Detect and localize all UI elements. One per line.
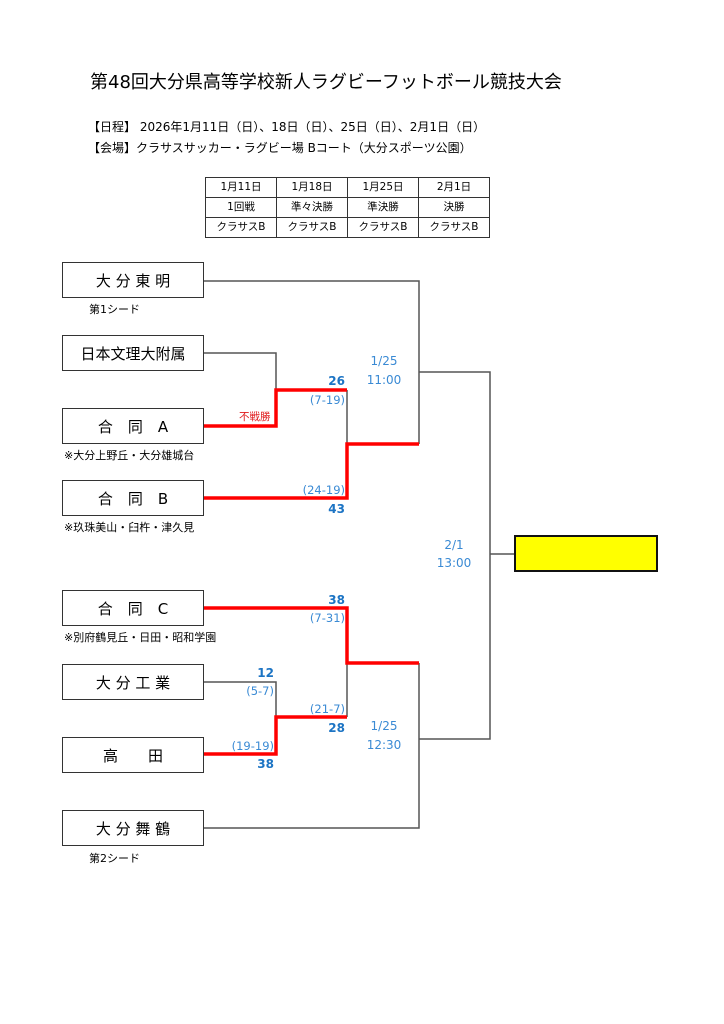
team-note: ※大分上野丘・大分雄城台 <box>64 449 195 462</box>
winner-line <box>204 388 347 428</box>
page-title: 第48回大分県高等学校新人ラグビーフットボール競技大会 <box>90 72 562 93</box>
winner-line <box>204 715 347 756</box>
schedule-date: 1月18日 <box>276 177 348 198</box>
score: 26 <box>328 374 345 388</box>
schedule-date: 1月25日 <box>347 177 419 198</box>
score: 38 <box>257 757 274 771</box>
forfeit-label: 不戦勝 <box>239 411 271 423</box>
venue-line: 【会場】クラサスサッカー・ラグビー場 Bコート（大分スポーツ公園） <box>88 141 472 155</box>
champion-box <box>514 535 658 572</box>
winner-line <box>204 606 419 665</box>
bracket-line <box>204 352 277 390</box>
score: 38 <box>328 593 345 607</box>
half-score: (24-19) <box>302 483 345 497</box>
bracket-line <box>204 663 420 829</box>
match-date: 1/25 <box>370 719 398 733</box>
score: 12 <box>257 666 274 680</box>
team-box: 大 分 工 業 <box>62 664 204 700</box>
team-box: 合 同 B <box>62 480 204 516</box>
team-note: 第2シード <box>89 852 140 865</box>
team-box: 日本文理大附属 <box>62 335 204 371</box>
team-box: 大 分 東 明 <box>62 262 204 298</box>
half-score: (7-31) <box>309 611 345 625</box>
match-date: 1/25 <box>370 354 398 368</box>
team-box: 大 分 舞 鶴 <box>62 810 204 846</box>
half-score: (7-19) <box>309 393 345 407</box>
bracket-line <box>204 280 420 444</box>
team-box: 合 同 C <box>62 590 204 626</box>
match-time: 12:30 <box>366 738 402 752</box>
team-note: 第1シード <box>89 303 140 316</box>
schedule-line: 【日程】 2026年1月11日（日）、18日（日）、25日（日）、2月1日（日） <box>88 120 486 134</box>
half-score: (21-7) <box>309 702 345 716</box>
schedule-round: 決勝 <box>418 197 490 218</box>
team-note: ※玖珠美山・臼杵・津久見 <box>64 521 195 534</box>
bracket-line <box>204 681 277 717</box>
half-score: (5-7) <box>246 684 274 698</box>
schedule-venue: クラサスB <box>347 217 419 238</box>
team-box: 高 田 <box>62 737 204 773</box>
schedule-venue: クラサスB <box>418 217 490 238</box>
team-note: ※別府鶴見丘・日田・昭和学園 <box>64 631 217 644</box>
score: 43 <box>328 502 345 516</box>
schedule-table: 1月11日 1月18日 1月25日 2月1日 1回戦 準々決勝 準決勝 決勝 ク… <box>205 177 490 238</box>
half-score: (19-19) <box>231 739 274 753</box>
match-time: 13:00 <box>436 556 472 570</box>
schedule-venue: クラサスB <box>205 217 277 238</box>
score: 28 <box>328 721 345 735</box>
match-time: 11:00 <box>366 373 402 387</box>
team-box: 合 同 A <box>62 408 204 444</box>
bracket-line <box>419 371 491 740</box>
match-date: 2/1 <box>444 538 464 552</box>
schedule-venue: クラサスB <box>276 217 348 238</box>
schedule-date: 2月1日 <box>418 177 490 198</box>
winner-line <box>204 442 419 500</box>
